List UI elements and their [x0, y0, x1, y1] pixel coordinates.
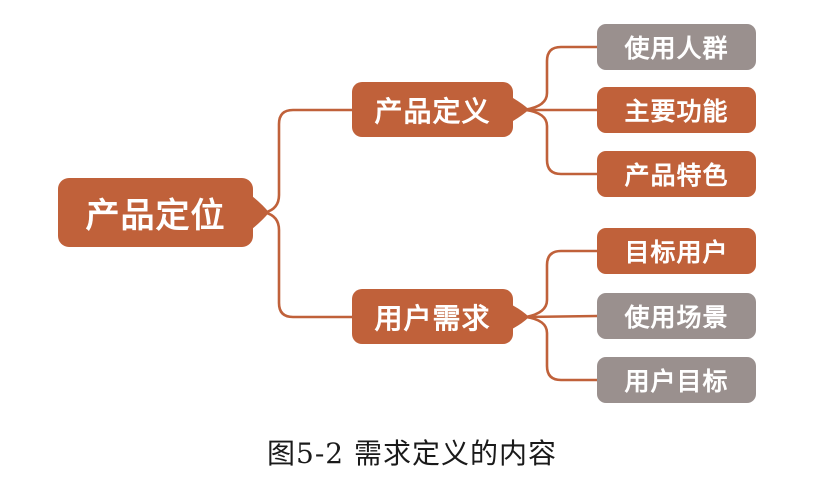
- node-product-positioning: 产品定位: [58, 178, 253, 247]
- branch-0-arrow-tip: [513, 98, 529, 121]
- node-user-goals: 用户目标: [597, 357, 756, 403]
- connector-branch-1-leaf-1: [523, 314, 599, 319]
- node-user-needs: 用户需求: [352, 289, 513, 344]
- connector-root-to-branch-0: [263, 108, 354, 214]
- connector-branch-0-leaf-2: [524, 108, 599, 176]
- branch-1-arrow-tip: [513, 305, 529, 329]
- node-main-functions: 主要功能: [597, 87, 756, 133]
- connector-branch-1-leaf-0: [524, 249, 599, 319]
- node-user-groups: 使用人群: [597, 24, 756, 70]
- connector-root-to-branch-1: [263, 211, 354, 319]
- figure-caption: 图5-2 需求定义的内容: [267, 437, 557, 470]
- node-product-definition: 产品定义: [352, 82, 513, 137]
- node-target-users: 目标用户: [597, 228, 756, 274]
- root-arrow-tip: [252, 196, 269, 229]
- connector-branch-0-leaf-0: [524, 45, 599, 111]
- connector-branch-1-leaf-2: [524, 315, 599, 382]
- node-product-features: 产品特色: [597, 151, 756, 197]
- node-usage-scenarios: 使用场景: [597, 293, 756, 339]
